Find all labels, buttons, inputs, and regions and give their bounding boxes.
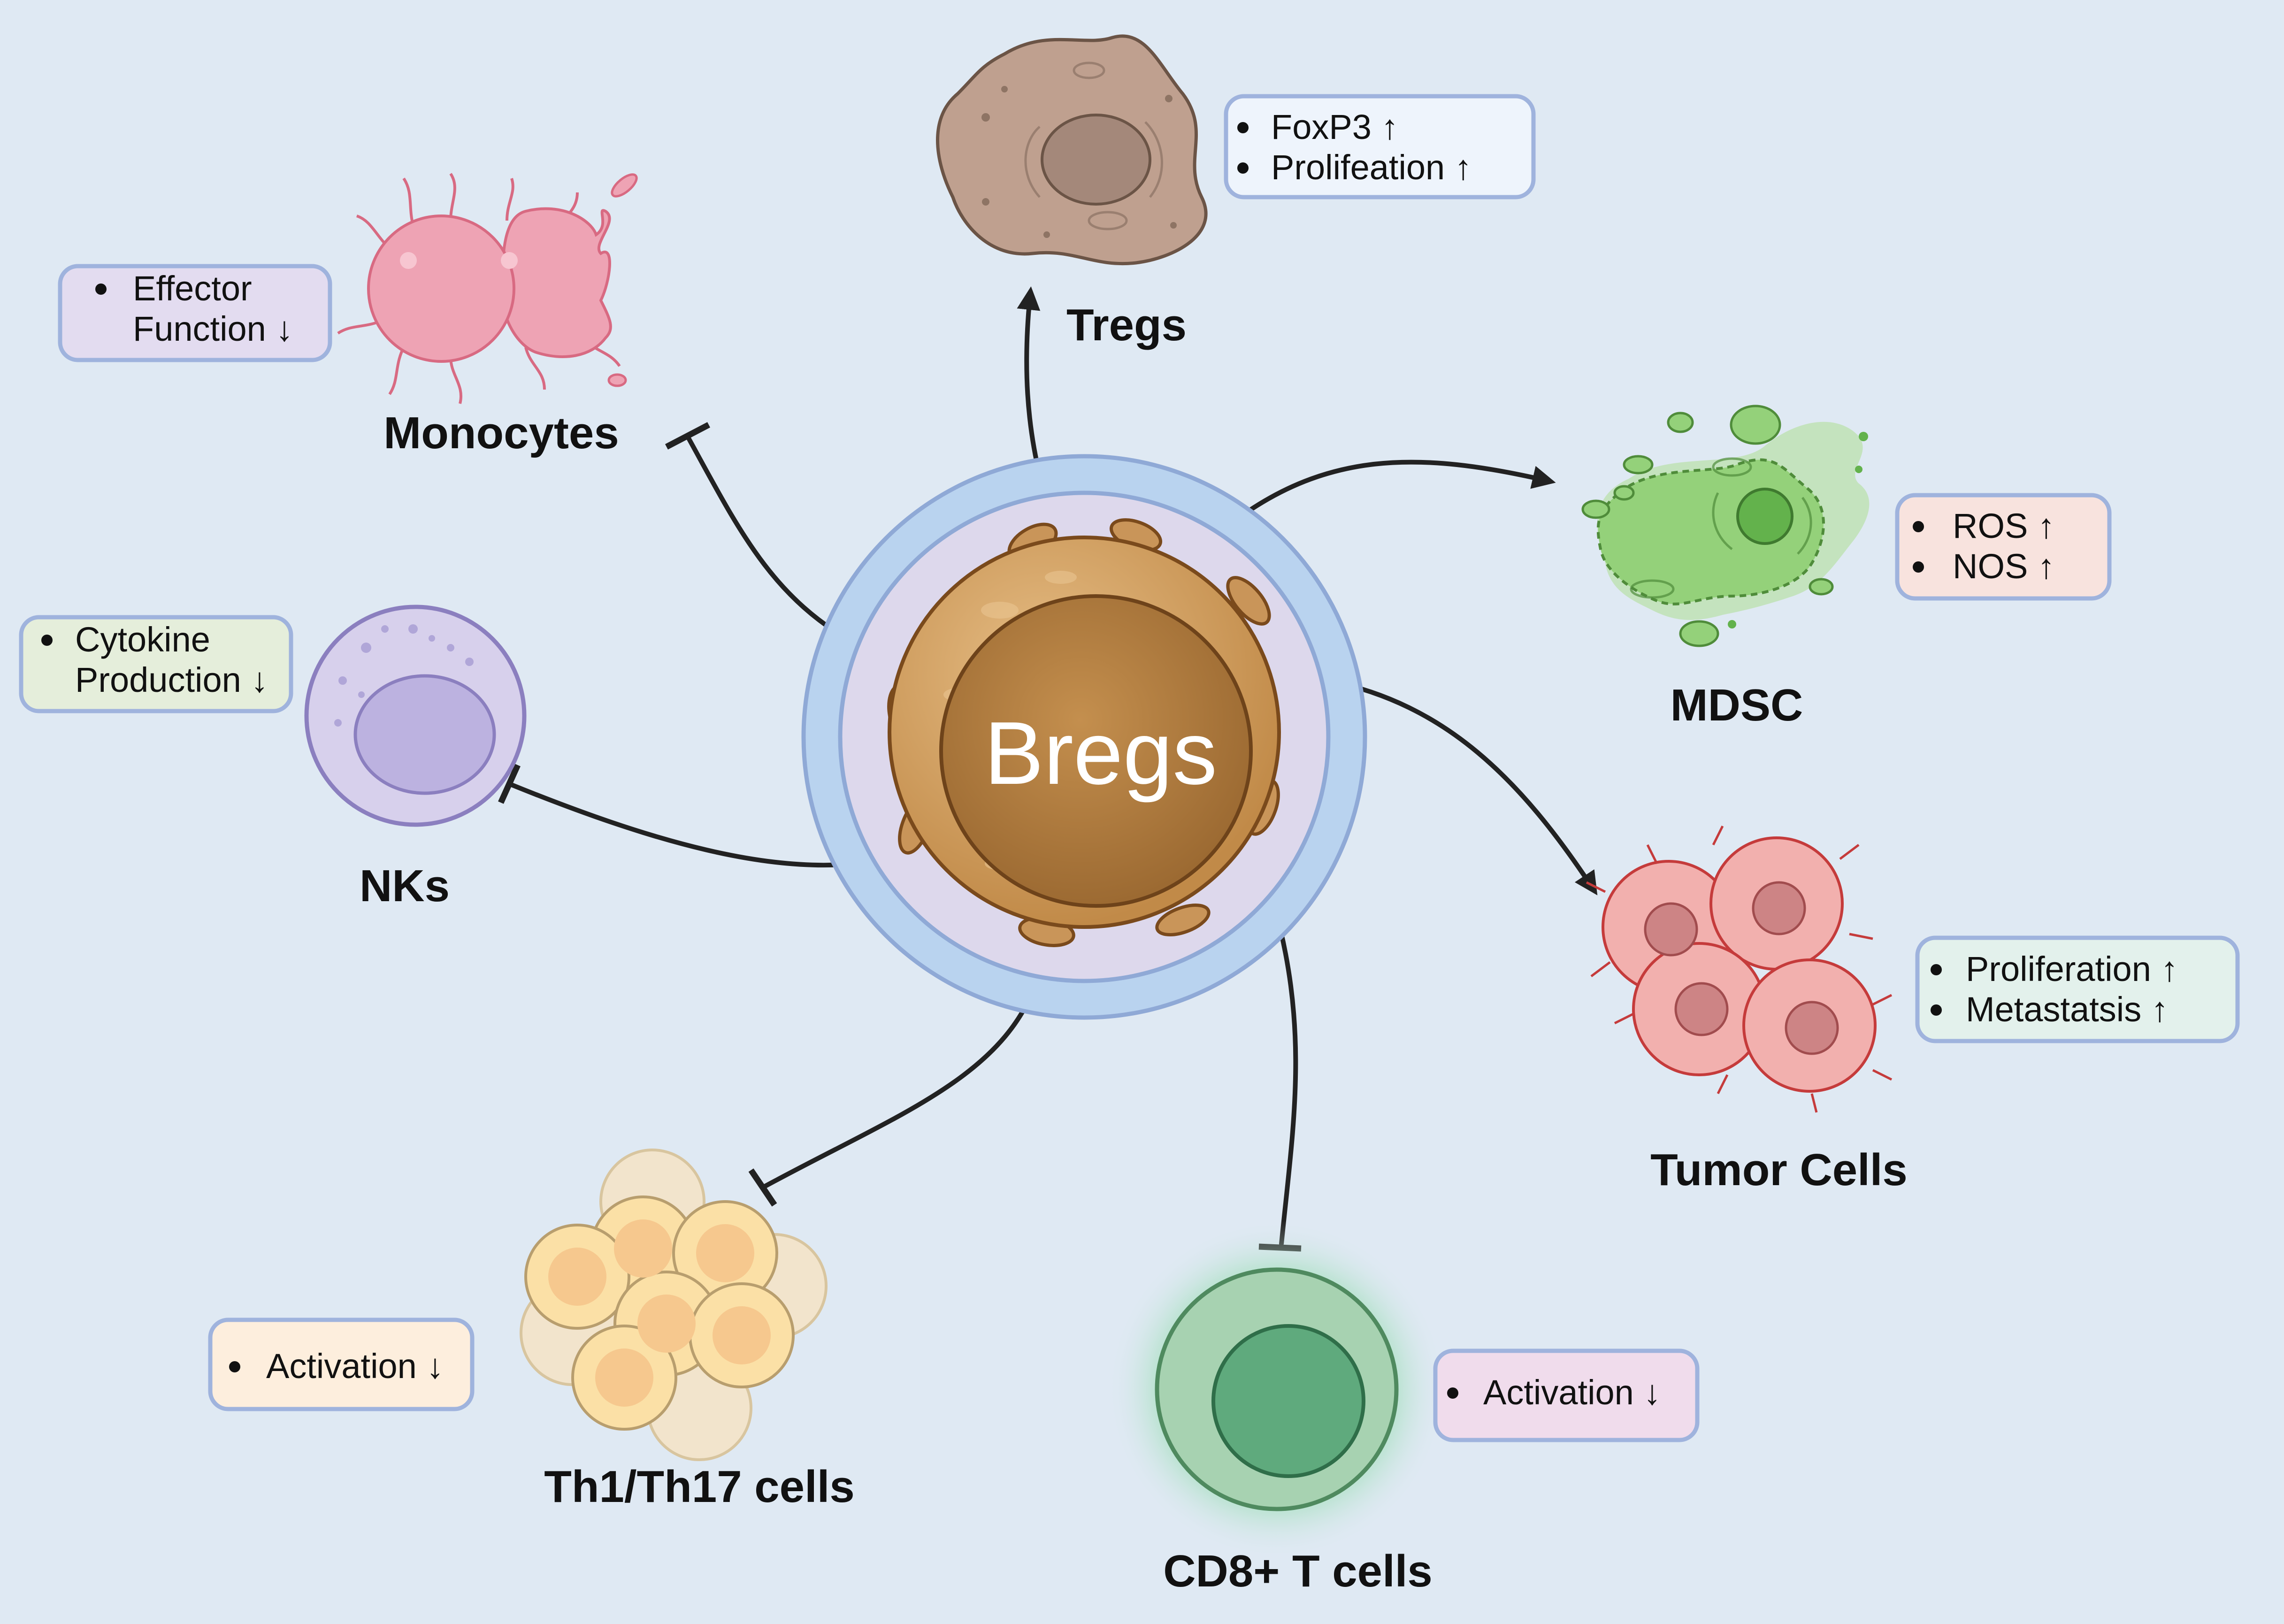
arrow-to-tumor [1326,678,1598,896]
inhibit-th [760,983,1037,1190]
tumor-box-line-1: Proliferation ↑ [1966,950,2178,988]
th-box-line-1: Activation ↓ [266,1347,444,1386]
inhibit-monocytes-bar [665,422,711,450]
cd8-box-line-1: Activation ↓ [1483,1373,1661,1412]
nks-box-line-2: Production ↓ [75,660,268,699]
box-tumor: Proliferation ↑ Metastatsis ↑ [1915,935,2240,1043]
monocyte-cell-icon [337,173,638,404]
tregs-label: Tregs [1066,300,1187,350]
box-monocytes: Effector Function ↓ [58,264,332,362]
mdsc-cell-icon [1581,405,1870,647]
inhibit-th-bar [748,1168,777,1207]
inhibit-cd8 [1272,904,1298,1246]
breg-label: Bregs [984,704,1217,803]
cd8-cell-icon [1108,1220,1446,1558]
box-mdsc: ROS ↑ NOS ↑ [1895,493,2112,601]
mdsc-box-line-1: ROS ↑ [1953,506,2055,545]
tumor-label: Tumor Cells [1650,1145,1908,1195]
box-nks: Cytokine Production ↓ [19,615,293,713]
th-cell-icon [520,1149,828,1461]
tumor-cell-icon [1586,825,1893,1113]
tregs-box-line-2: Prolifeation ↑ [1271,148,1472,187]
inhibit-monocytes [685,434,857,645]
th-label: Th1/Th17 cells [544,1462,855,1512]
box-cd8: Activation ↓ [1433,1348,1700,1442]
treg-cell-icon [936,34,1208,266]
breg-cell-icon: Bregs [801,454,1367,1020]
cd8-label: CD8+ T cells [1163,1546,1433,1596]
nks-label: NKs [360,861,450,911]
nk-cell-icon [304,605,527,827]
inhibit-nks [507,781,875,868]
monocytes-box-line-2: Function ↓ [133,309,293,348]
nks-box-line-1: Cytokine [75,620,210,659]
inhibit-nks-bar [498,764,521,804]
arrow-to-mdsc [1223,460,1556,530]
box-tregs: FoxP3 ↑ Prolifeation ↑ [1224,94,1536,199]
mdsc-label: MDSC [1671,680,1803,730]
monocytes-label: Monocytes [383,408,619,458]
monocytes-box-line-1: Effector [133,269,252,308]
tumor-box-line-2: Metastatsis ↑ [1966,990,2169,1029]
tregs-box-line-1: FoxP3 ↑ [1271,107,1398,146]
mdsc-box-line-2: NOS ↑ [1953,547,2055,586]
box-th: Activation ↓ [208,1318,475,1411]
